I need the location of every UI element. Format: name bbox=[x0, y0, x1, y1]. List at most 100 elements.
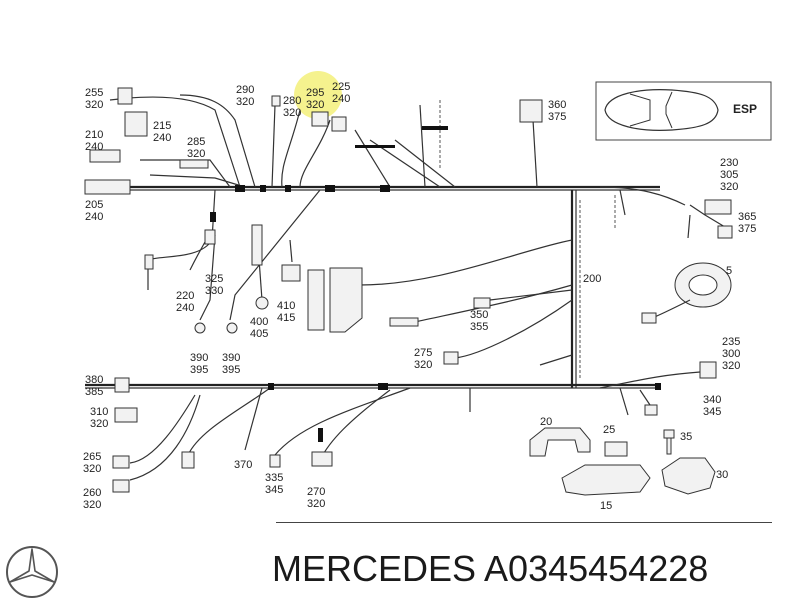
callout-line: 35 bbox=[680, 431, 692, 443]
harness-wires bbox=[85, 94, 731, 481]
highlight-marker bbox=[294, 71, 342, 119]
callout-line: 320 bbox=[236, 96, 254, 108]
callout-line: 300 bbox=[722, 348, 740, 360]
callout-line: 375 bbox=[548, 111, 566, 123]
callout-15: 15 bbox=[600, 500, 612, 512]
callout-line: 5 bbox=[726, 265, 732, 277]
part-number-title: MERCEDES A0345454228 bbox=[272, 548, 709, 589]
callout-line: 360 bbox=[548, 99, 566, 111]
callout-line: 240 bbox=[153, 132, 171, 144]
callout-line: 320 bbox=[720, 181, 738, 193]
callout-line: 260 bbox=[83, 487, 101, 499]
callout-200: 200 bbox=[583, 273, 601, 285]
callout-line: 15 bbox=[600, 500, 612, 512]
callout-line: 410 bbox=[277, 300, 295, 312]
callout-line: 320 bbox=[90, 418, 108, 430]
callout-line: 235 bbox=[722, 336, 740, 348]
callout-line: 415 bbox=[277, 312, 295, 324]
callout-30: 30 bbox=[716, 469, 728, 481]
callout-line: 380 bbox=[85, 374, 103, 386]
car-icon bbox=[604, 89, 719, 131]
esp-label: ESP bbox=[733, 102, 757, 116]
callout-line: 295 bbox=[306, 87, 324, 99]
footer-divider bbox=[276, 522, 772, 523]
callout-line: 240 bbox=[85, 211, 103, 223]
callout-line: 280 bbox=[283, 95, 301, 107]
callout-line: 365 bbox=[738, 211, 756, 223]
callout-line: 390 bbox=[190, 352, 208, 364]
callout-line: 330 bbox=[205, 285, 223, 297]
callout-line: 405 bbox=[250, 328, 268, 340]
callout-line: 385 bbox=[85, 386, 103, 398]
callout-line: 400 bbox=[250, 316, 268, 328]
callout-line: 240 bbox=[176, 302, 194, 314]
callout-line: 335 bbox=[265, 472, 283, 484]
tape-markers bbox=[210, 126, 661, 442]
callout-line: 305 bbox=[720, 169, 738, 181]
callout-line: 225 bbox=[332, 81, 350, 93]
callout-line: 340 bbox=[703, 394, 721, 406]
callout-25: 25 bbox=[603, 424, 615, 436]
callout-line: 290 bbox=[236, 84, 254, 96]
callout-line: 30 bbox=[716, 469, 728, 481]
esp-inset: ESP bbox=[595, 81, 772, 141]
callout-line: 395 bbox=[190, 364, 208, 376]
callout-line: 320 bbox=[307, 498, 325, 510]
callout-20: 20 bbox=[540, 416, 552, 428]
callout-line: 275 bbox=[414, 347, 432, 359]
callout-line: 240 bbox=[332, 93, 350, 105]
callout-line: 215 bbox=[153, 120, 171, 132]
callout-line: 25 bbox=[603, 424, 615, 436]
callout-line: 345 bbox=[265, 484, 283, 496]
callout-line: 255 bbox=[85, 87, 103, 99]
callout-line: 320 bbox=[414, 359, 432, 371]
callout-line: 350 bbox=[470, 309, 488, 321]
callout-line: 320 bbox=[306, 99, 324, 111]
callout-line: 20 bbox=[540, 416, 552, 428]
callout-line: 395 bbox=[222, 364, 240, 376]
callout-line: 370 bbox=[234, 459, 252, 471]
callout-line: 390 bbox=[222, 352, 240, 364]
callout-5: 5 bbox=[726, 265, 732, 277]
callout-line: 220 bbox=[176, 290, 194, 302]
callout-line: 310 bbox=[90, 406, 108, 418]
callout-35: 35 bbox=[680, 431, 692, 443]
callout-line: 205 bbox=[85, 199, 103, 211]
callout-370: 370 bbox=[234, 459, 252, 471]
callout-line: 265 bbox=[83, 451, 101, 463]
callout-line: 200 bbox=[583, 273, 601, 285]
callout-line: 210 bbox=[85, 129, 103, 141]
mercedes-star-logo-icon bbox=[6, 546, 58, 598]
callout-line: 355 bbox=[470, 321, 488, 333]
callout-line: 270 bbox=[307, 486, 325, 498]
callout-line: 320 bbox=[83, 499, 101, 511]
callout-line: 320 bbox=[83, 463, 101, 475]
callout-line: 230 bbox=[720, 157, 738, 169]
callout-line: 375 bbox=[738, 223, 756, 235]
callout-line: 285 bbox=[187, 136, 205, 148]
